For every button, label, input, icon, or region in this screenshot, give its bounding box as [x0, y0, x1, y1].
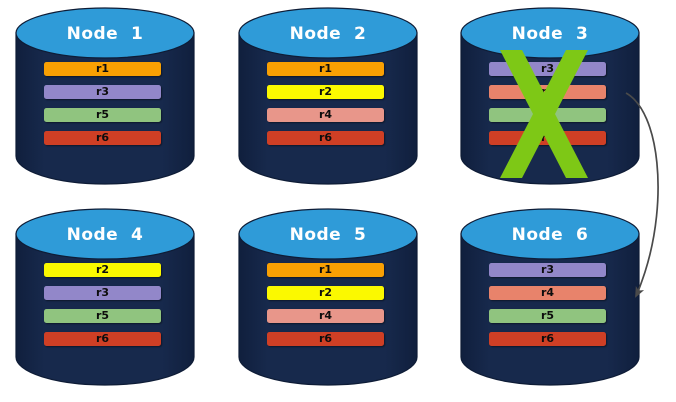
record-label: r5: [95, 309, 110, 322]
record-bar-r1[interactable]: r1: [267, 62, 384, 76]
record-bar-r4[interactable]: r4: [267, 309, 384, 323]
record-label: r2: [318, 286, 333, 299]
record-label: r3: [95, 85, 110, 98]
record-list: r1 r2 r4 r6: [267, 263, 384, 355]
record-bar-r6[interactable]: r6: [489, 332, 606, 346]
record-bar-r6[interactable]: r6: [267, 131, 384, 145]
record-bar-r6[interactable]: r6: [489, 131, 606, 145]
record-label: r6: [95, 131, 110, 144]
record-label: r6: [318, 332, 333, 345]
record-list: r3 r4 r5 r6: [489, 62, 606, 154]
record-label: r3: [95, 286, 110, 299]
record-label: r6: [540, 332, 555, 345]
record-label: r6: [540, 131, 555, 144]
record-bar-r3[interactable]: r3: [44, 85, 161, 99]
record-list: r1 r2 r4 r6: [267, 62, 384, 154]
record-label: r6: [318, 131, 333, 144]
record-bar-r5[interactable]: r5: [44, 108, 161, 122]
record-label: r5: [95, 108, 110, 121]
record-label: r4: [540, 286, 555, 299]
record-bar-r2[interactable]: r2: [267, 286, 384, 300]
record-bar-r5[interactable]: r5: [489, 108, 606, 122]
record-bar-r3[interactable]: r3: [489, 263, 606, 277]
record-bar-r4[interactable]: r4: [489, 286, 606, 300]
record-label: r4: [318, 108, 333, 121]
record-bar-r2[interactable]: r2: [267, 85, 384, 99]
record-list: r2 r3 r5 r6: [44, 263, 161, 355]
record-bar-r2[interactable]: r2: [44, 263, 161, 277]
record-bar-r4[interactable]: r4: [489, 85, 606, 99]
record-label: r2: [318, 85, 333, 98]
record-label: r1: [95, 62, 110, 75]
record-label: r2: [95, 263, 110, 276]
record-bar-r6[interactable]: r6: [44, 131, 161, 145]
record-bar-r5[interactable]: r5: [489, 309, 606, 323]
record-label: r1: [318, 62, 333, 75]
record-label: r5: [540, 108, 555, 121]
record-label: r4: [540, 85, 555, 98]
record-bar-r5[interactable]: r5: [44, 309, 161, 323]
record-bar-r1[interactable]: r1: [267, 263, 384, 277]
record-label: r6: [95, 332, 110, 345]
record-list: r3 r4 r5 r6: [489, 263, 606, 355]
record-label: r5: [540, 309, 555, 322]
record-list: r1 r3 r5 r6: [44, 62, 161, 154]
record-bar-r3[interactable]: r3: [44, 286, 161, 300]
record-bar-r4[interactable]: r4: [267, 108, 384, 122]
record-bar-r3[interactable]: r3: [489, 62, 606, 76]
record-label: r3: [540, 62, 555, 75]
record-label: r4: [318, 309, 333, 322]
record-bar-r1[interactable]: r1: [44, 62, 161, 76]
record-label: r3: [540, 263, 555, 276]
record-bar-r6[interactable]: r6: [267, 332, 384, 346]
record-label: r1: [318, 263, 333, 276]
record-bar-r6[interactable]: r6: [44, 332, 161, 346]
